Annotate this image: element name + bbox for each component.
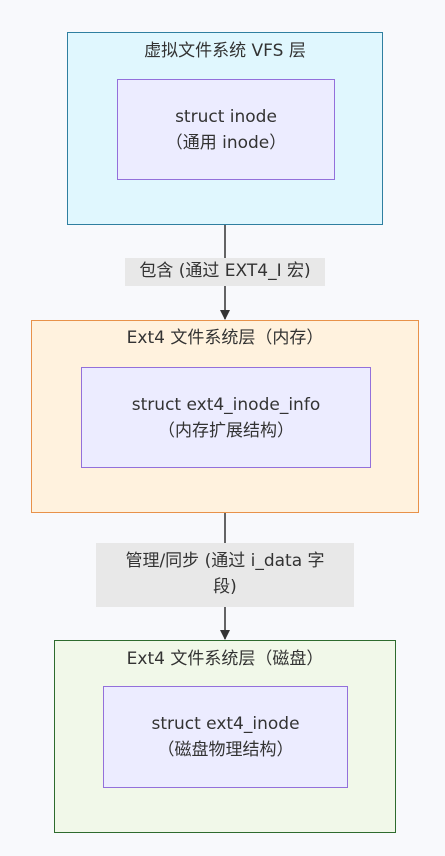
edge-label-manage-sync-text-2: 段) (213, 577, 237, 597)
struct-ext4-inode-desc: （磁盘物理结构） (157, 740, 294, 760)
struct-ext4-inode-label: struct ext4_inode (151, 714, 300, 734)
struct-inode-node: struct inode （通用 inode） (117, 79, 335, 180)
ext4-memory-layer-box: Ext4 文件系统层（内存） struct ext4_inode_info （内… (31, 320, 419, 513)
vfs-layer-box: 虚拟文件系统 VFS 层 struct inode （通用 inode） (67, 32, 383, 225)
ext4-disk-layer-title: Ext4 文件系统层（磁盘） (126, 649, 324, 669)
ext4-memory-layer-title: Ext4 文件系统层（内存） (126, 328, 324, 348)
ext4-disk-layer-box: Ext4 文件系统层（磁盘） struct ext4_inode （磁盘物理结构… (54, 640, 396, 833)
struct-ext4-inode-node: struct ext4_inode （磁盘物理结构） (103, 686, 348, 788)
edge-label-manage-sync-text-1: 管理/同步 (通过 i_data 字 (125, 551, 325, 571)
vfs-layer-title: 虚拟文件系统 VFS 层 (144, 41, 306, 61)
edge-label-contains-text: 包含 (通过 EXT4_I 宏) (139, 261, 311, 281)
struct-inode-label: struct inode (175, 106, 277, 127)
struct-inode-desc: （通用 inode） (165, 132, 287, 153)
struct-ext4-inode-info-desc: （内存扩展结构） (158, 420, 294, 441)
edge-label-manage-sync: 管理/同步 (通过 i_data 字 段) (96, 543, 354, 607)
struct-ext4-inode-info-label: struct ext4_inode_info (131, 394, 321, 415)
edge-label-contains: 包含 (通过 EXT4_I 宏) (125, 258, 325, 286)
struct-ext4-inode-info-node: struct ext4_inode_info （内存扩展结构） (81, 367, 371, 468)
